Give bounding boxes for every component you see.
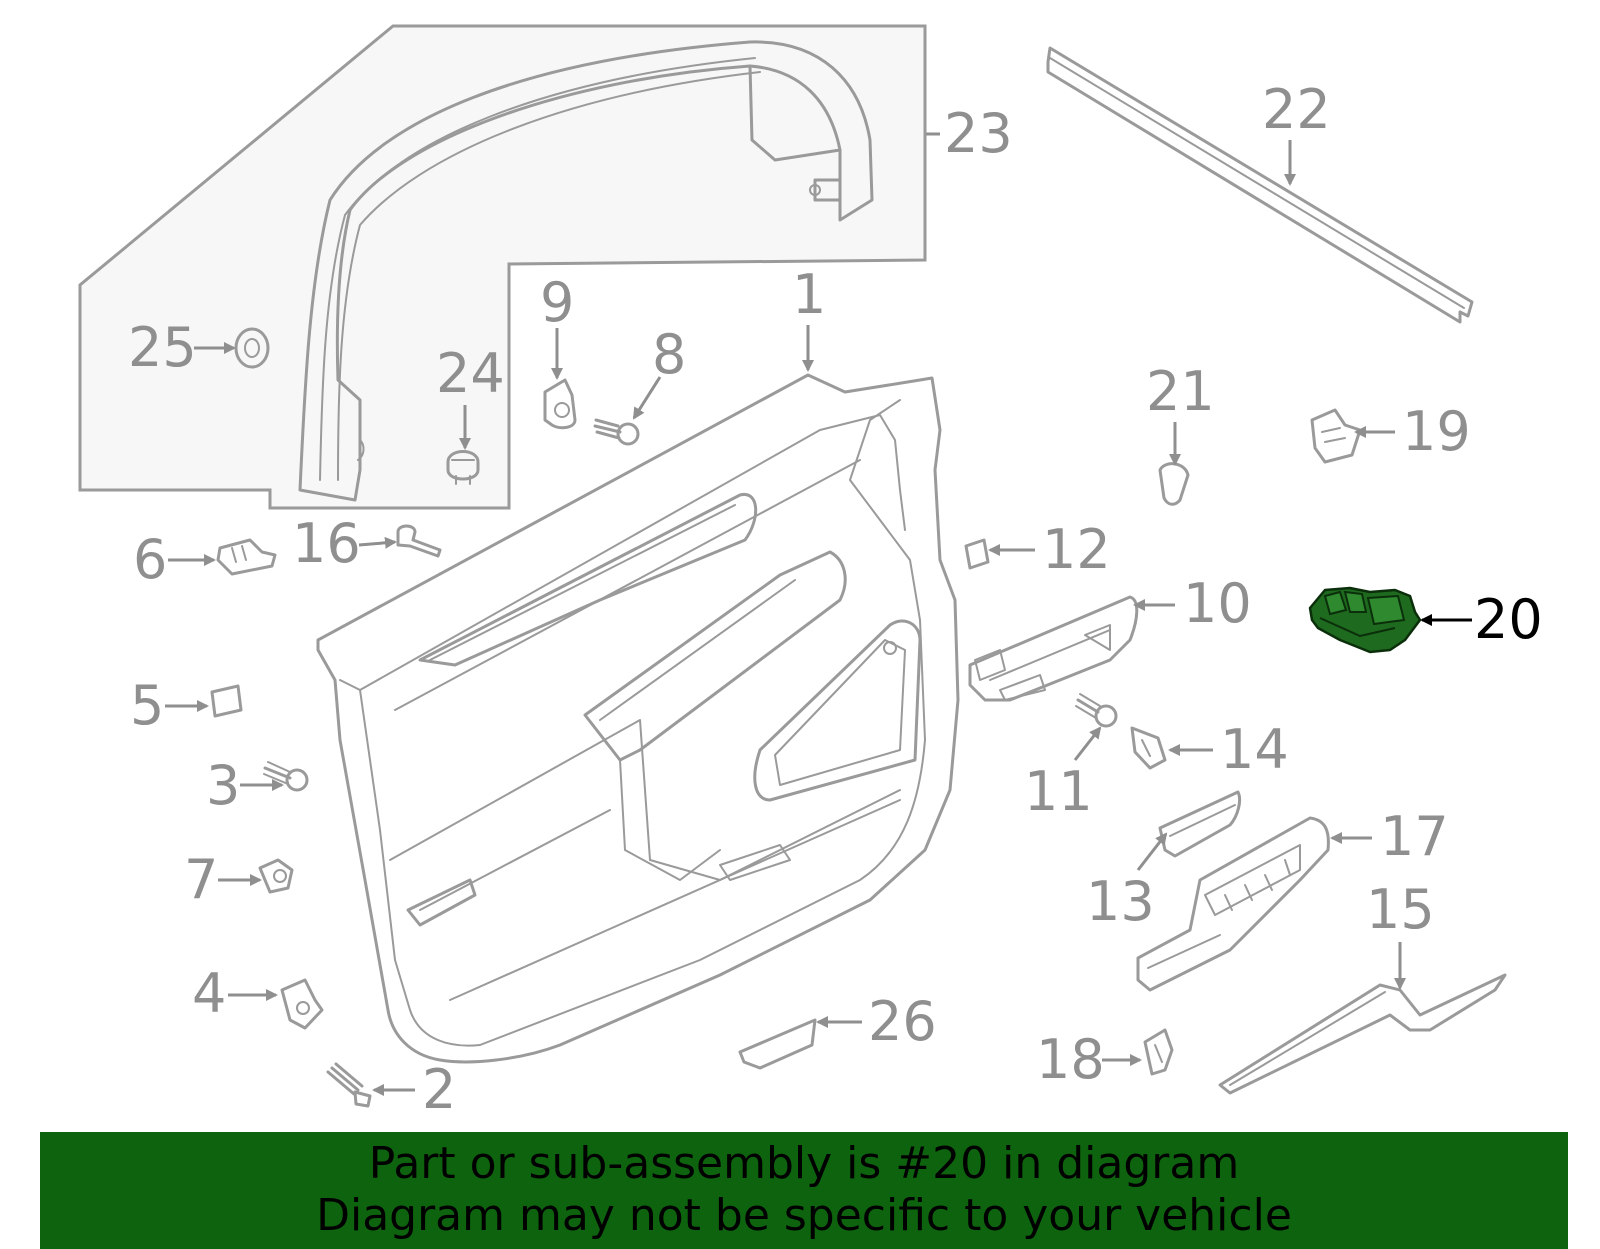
part-8-screw[interactable] bbox=[593, 418, 640, 446]
callout-8[interactable]: 8 bbox=[652, 323, 686, 386]
callout-13[interactable]: 13 bbox=[1086, 870, 1155, 933]
callout-24[interactable]: 24 bbox=[436, 342, 505, 405]
part-7-push-pin[interactable] bbox=[258, 858, 294, 894]
info-banner: Part or sub-assembly is #20 in diagram D… bbox=[40, 1132, 1568, 1249]
callout-20[interactable]: 20 bbox=[1474, 588, 1543, 651]
banner-line-disclaimer: Diagram may not be specific to your vehi… bbox=[316, 1190, 1292, 1241]
callout-25[interactable]: 25 bbox=[128, 316, 197, 379]
part-17-switch-bezel[interactable] bbox=[1136, 816, 1330, 992]
part-1-door-trim-panel[interactable] bbox=[316, 373, 960, 1064]
part-20-window-switch[interactable] bbox=[1308, 586, 1422, 654]
callout-3[interactable]: 3 bbox=[206, 754, 240, 817]
part-21-plug[interactable] bbox=[1158, 462, 1190, 506]
part-2-bolt[interactable] bbox=[326, 1062, 372, 1108]
callout-14[interactable]: 14 bbox=[1220, 718, 1289, 781]
part-14-clip[interactable] bbox=[1130, 726, 1167, 770]
part-18-clip[interactable] bbox=[1143, 1028, 1174, 1076]
callout-12[interactable]: 12 bbox=[1042, 518, 1111, 581]
banner-line-part-number: Part or sub-assembly is #20 in diagram bbox=[368, 1138, 1240, 1189]
part-19-connector[interactable] bbox=[1310, 408, 1362, 464]
callout-17[interactable]: 17 bbox=[1380, 805, 1449, 868]
part-22-weatherstrip[interactable] bbox=[1046, 46, 1474, 324]
callout-15[interactable]: 15 bbox=[1366, 878, 1435, 941]
part-13-bezel-cover[interactable] bbox=[1158, 790, 1242, 858]
part-3-screw[interactable] bbox=[263, 761, 309, 792]
subassembly-box bbox=[78, 24, 927, 510]
part-5-pad[interactable] bbox=[210, 684, 243, 718]
callout-arrows bbox=[165, 132, 1472, 1096]
part-4-retainer[interactable] bbox=[280, 978, 324, 1030]
part-24-push-clip[interactable] bbox=[446, 450, 480, 485]
callout-6[interactable]: 6 bbox=[133, 528, 167, 591]
callout-5[interactable]: 5 bbox=[130, 674, 164, 737]
part-9-bracket[interactable] bbox=[543, 378, 577, 430]
callout-9[interactable]: 9 bbox=[540, 271, 574, 334]
callout-16[interactable]: 16 bbox=[292, 512, 361, 575]
callout-26[interactable]: 26 bbox=[868, 990, 937, 1053]
part-12-cap[interactable] bbox=[964, 538, 990, 570]
part-11-screw[interactable] bbox=[1075, 693, 1118, 728]
callout-21[interactable]: 21 bbox=[1146, 360, 1215, 423]
callout-11[interactable]: 11 bbox=[1024, 760, 1093, 823]
callout-labels: 1 2 3 4 5 6 7 8 9 10 11 12 13 14 15 16 1… bbox=[128, 78, 1543, 1121]
callout-10[interactable]: 10 bbox=[1183, 572, 1252, 635]
part-6-clip[interactable] bbox=[216, 538, 277, 576]
callout-23[interactable]: 23 bbox=[944, 102, 1013, 165]
callout-19[interactable]: 19 bbox=[1402, 400, 1471, 463]
part-23-frame-molding[interactable] bbox=[298, 40, 874, 502]
part-26-bezel[interactable] bbox=[738, 1018, 817, 1070]
callout-4[interactable]: 4 bbox=[192, 962, 226, 1025]
callout-22[interactable]: 22 bbox=[1262, 78, 1331, 141]
part-15-trim-strip[interactable] bbox=[1218, 973, 1507, 1095]
callout-7[interactable]: 7 bbox=[184, 848, 218, 911]
part-10-handle-bezel[interactable] bbox=[968, 595, 1139, 702]
callout-2[interactable]: 2 bbox=[422, 1058, 456, 1121]
callout-18[interactable]: 18 bbox=[1036, 1028, 1105, 1091]
callout-1[interactable]: 1 bbox=[792, 263, 826, 326]
part-25-grommet[interactable] bbox=[234, 327, 270, 369]
part-16-fastener[interactable] bbox=[396, 524, 442, 558]
